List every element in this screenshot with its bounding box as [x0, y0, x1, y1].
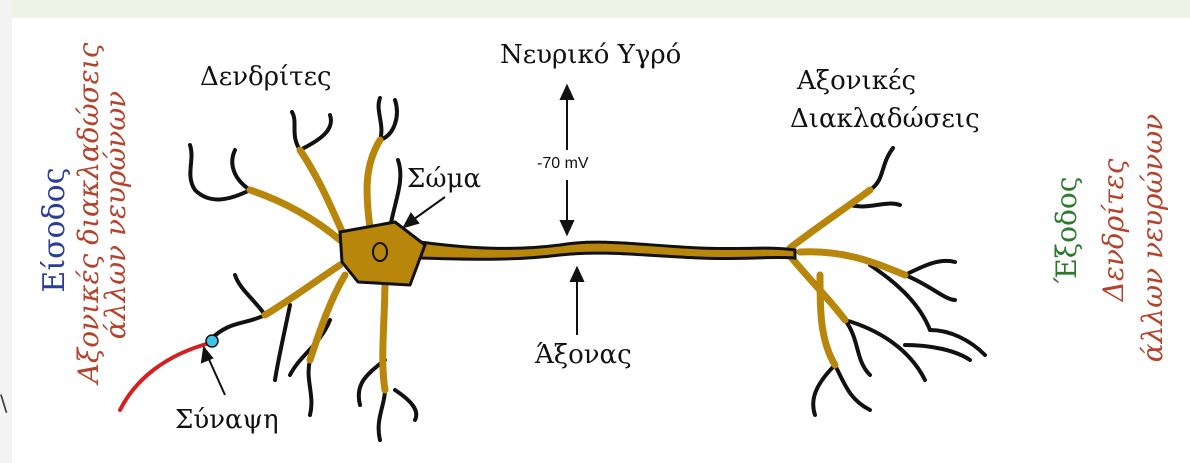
soma-label: Σώμα	[407, 164, 481, 194]
axon-branches-label-line1: Αξονικές	[797, 66, 916, 96]
axon-body	[420, 242, 795, 259]
axon-label: Άξονας	[535, 340, 632, 370]
axon-branches-label-line2: Διακλαδώσεις	[790, 104, 980, 134]
synapse-label: Σύναψη	[175, 405, 279, 435]
synapse-dot	[206, 335, 218, 347]
soma-body	[340, 222, 425, 285]
neural-fluid-label: Νευρικό Υγρό	[500, 40, 681, 70]
incoming-axon-fiber	[120, 343, 210, 410]
dendrites-label: Δενδρίτες	[200, 62, 332, 92]
voltage-label: -70 mV	[537, 155, 589, 173]
dendrite-branches	[190, 98, 985, 440]
